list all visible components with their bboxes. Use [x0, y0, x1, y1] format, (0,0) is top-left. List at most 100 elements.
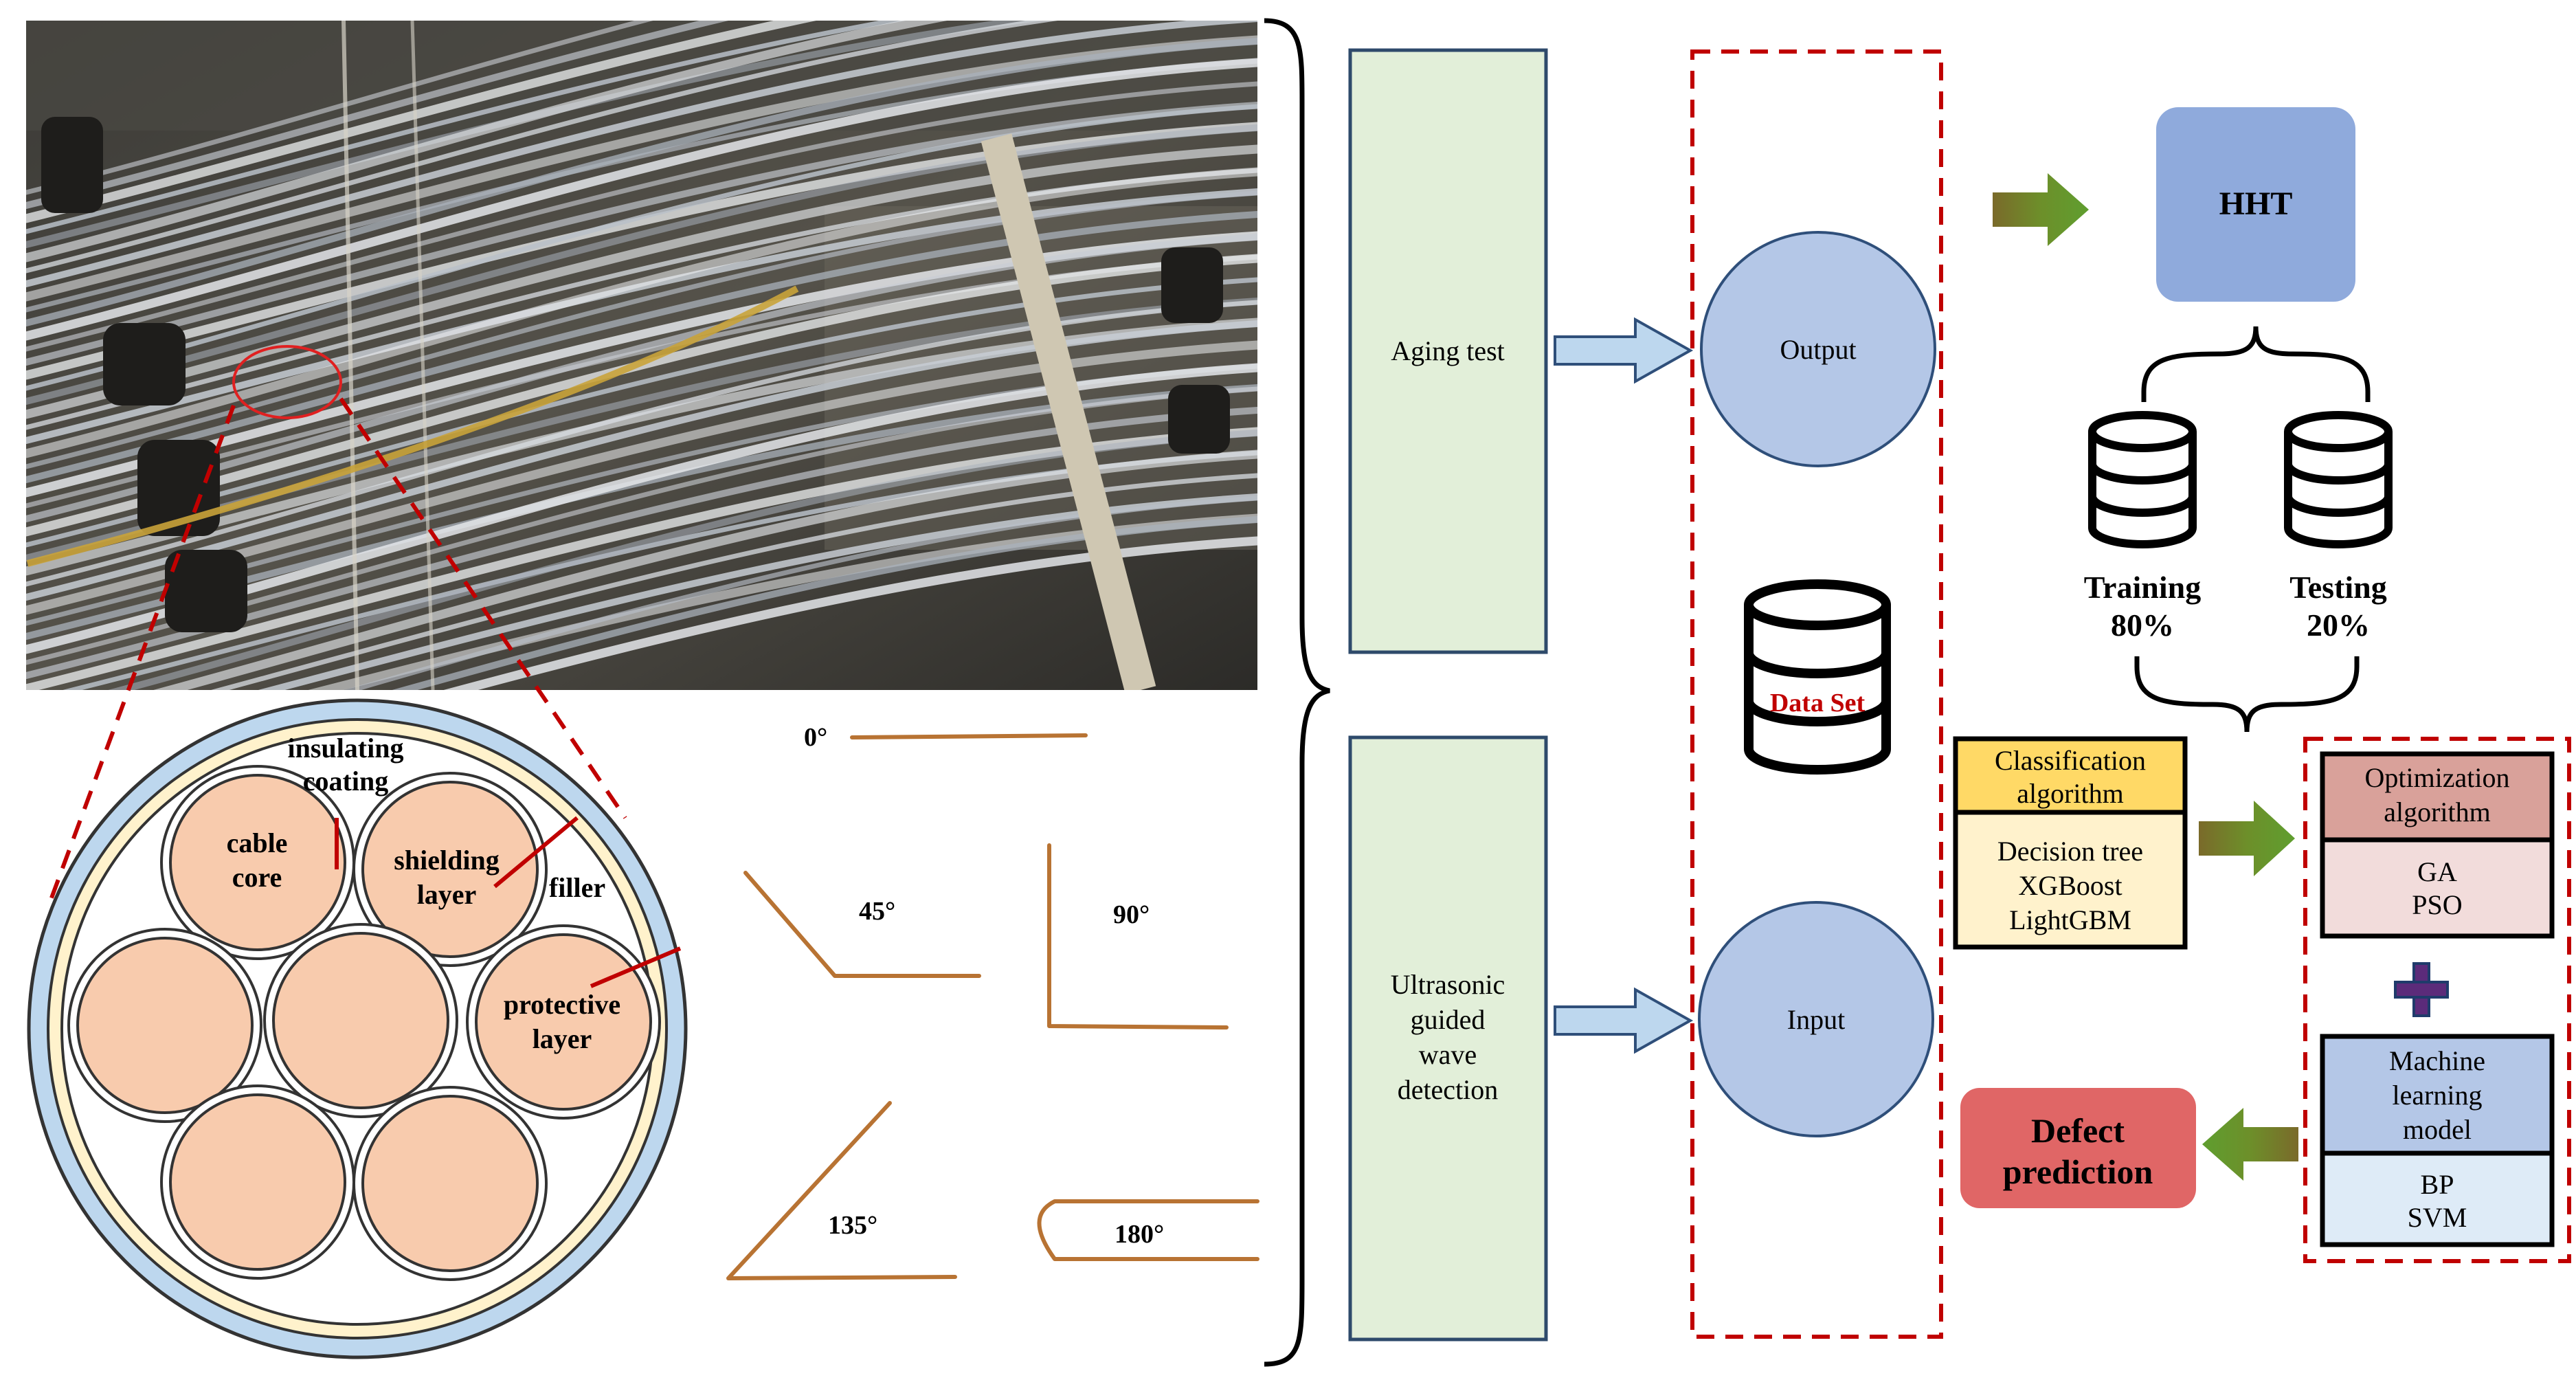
- ml-title-2: learning: [2392, 1080, 2482, 1111]
- cable-strand: [26, 300, 1257, 587]
- optimization-item-1: GA: [2417, 856, 2457, 887]
- cable-strand: [26, 144, 1257, 419]
- defect-line-2: prediction: [2003, 1153, 2153, 1191]
- cable-strand: [26, 38, 1257, 326]
- cable-strand: [211, 473, 1257, 690]
- optimization-title-1: Optimization: [2364, 762, 2509, 793]
- classification-title-2: algorithm: [2017, 778, 2124, 809]
- label-insulating: insulating: [288, 733, 404, 764]
- arrow-aging-to-output: [1554, 317, 1694, 384]
- plus-icon: [2394, 962, 2449, 1017]
- core-conductor: [272, 932, 449, 1109]
- angle-180: 180°: [1115, 1220, 1164, 1249]
- zoom-line-right: [339, 397, 627, 819]
- ml-title-3: model: [2403, 1114, 2472, 1145]
- merge-brace: [2134, 656, 2360, 733]
- grouping-brace: [1264, 18, 1330, 1367]
- core-conductor: [361, 781, 539, 958]
- cable-strand: [26, 81, 1257, 352]
- data-set-label: Data Set: [1770, 689, 1866, 717]
- label-core: core: [232, 862, 282, 893]
- defect-prediction-box: [1960, 1088, 2196, 1208]
- ml-model-box: [2320, 1034, 2555, 1247]
- angle-90: 90°: [1113, 900, 1150, 929]
- cable-strand: [26, 124, 1257, 405]
- arrow-ultrasonic-to-input: [1554, 987, 1694, 1054]
- defect-line-1: Defect: [2031, 1111, 2125, 1150]
- split-brace: [2141, 326, 2371, 402]
- label-shielding-layer: layer: [417, 879, 477, 910]
- label-protective: protective: [504, 989, 620, 1020]
- cable-strand: [443, 536, 1257, 690]
- cable-strand: [26, 21, 1058, 274]
- classification-item-3: LightGBM: [2009, 904, 2131, 935]
- core-conductor: [361, 1095, 539, 1272]
- cable-strand: [26, 102, 1257, 366]
- cable-strand: [26, 21, 1257, 287]
- cable-strand: [344, 496, 1257, 690]
- classification-box: [1953, 736, 2188, 950]
- label-filler: filler: [549, 872, 605, 903]
- cable-strand: [26, 104, 1257, 391]
- label-protective-layer: layer: [533, 1023, 592, 1054]
- ultrasonic-box: [1348, 735, 1548, 1342]
- arrow-to-defect: [2202, 1108, 2298, 1181]
- label-coating: coating: [303, 766, 388, 797]
- cable-bundle-photo: [26, 21, 1257, 690]
- input-circle: [1698, 901, 1934, 1137]
- bend-samples: [726, 733, 1259, 1280]
- cable-strand: [26, 21, 729, 209]
- cable-strand: [108, 430, 1257, 690]
- zoom-line-left: [46, 404, 236, 909]
- cable-strand: [26, 58, 1257, 341]
- optimization-title-2: algorithm: [2384, 797, 2491, 827]
- ml-title-1: Machine: [2389, 1045, 2485, 1076]
- optimization-box: [2320, 751, 2555, 939]
- arrow-to-optimization: [2199, 801, 2295, 876]
- core-conductor: [475, 933, 652, 1111]
- cable-strand: [392, 516, 1257, 690]
- input-label: Input: [1787, 1004, 1845, 1035]
- dataset-frame: [1690, 49, 1943, 1339]
- ml-item-1: BP: [2421, 1169, 2454, 1200]
- cable-strand: [26, 167, 1257, 458]
- label-cable: cable: [227, 827, 288, 858]
- cable-strand: [258, 493, 1257, 690]
- bend-90-wire: [1047, 843, 1229, 1030]
- output-label: Output: [1780, 334, 1856, 365]
- training-database-icon: [2088, 411, 2197, 548]
- cable-strand: [26, 21, 948, 263]
- hht-label: HHT: [2219, 186, 2293, 222]
- angle-45: 45°: [859, 897, 895, 926]
- bend-0-wire: [850, 733, 1088, 739]
- output-circle: [1700, 231, 1936, 467]
- training-percent: 80%: [2111, 608, 2174, 643]
- core-conductor: [169, 774, 346, 951]
- cable-strand: [26, 21, 906, 234]
- highlight-circle: [232, 345, 342, 419]
- testing-percent: 20%: [2307, 608, 2370, 643]
- hht-box: [2156, 107, 2355, 302]
- cable-cross-section: [27, 698, 688, 1359]
- angle-0: 0°: [804, 723, 827, 752]
- classification-item-2: XGBoost: [2018, 870, 2122, 901]
- ml-item-2: SVM: [2408, 1202, 2467, 1233]
- testing-label: Testing: [2289, 570, 2386, 605]
- cable-strand: [26, 21, 653, 195]
- database-icon: [1744, 579, 1891, 775]
- bend-180-wire: [1037, 1199, 1259, 1261]
- cable-strand: [26, 190, 1257, 469]
- cable-strand: [26, 211, 1257, 483]
- angle-135: 135°: [828, 1211, 877, 1240]
- ultrasonic-line-1: Ultrasonic: [1391, 969, 1505, 1000]
- bend-45-wire: [743, 871, 981, 978]
- classification-title-1: Classification: [1995, 745, 2146, 776]
- ultrasonic-line-2: guided: [1411, 1004, 1486, 1035]
- cable-strand: [153, 449, 1257, 690]
- optimization-item-2: PSO: [2412, 889, 2462, 920]
- ultrasonic-line-3: wave: [1419, 1039, 1477, 1070]
- core-conductor: [76, 937, 254, 1114]
- ultrasonic-line-4: detection: [1398, 1074, 1499, 1105]
- core-conductor: [169, 1093, 346, 1271]
